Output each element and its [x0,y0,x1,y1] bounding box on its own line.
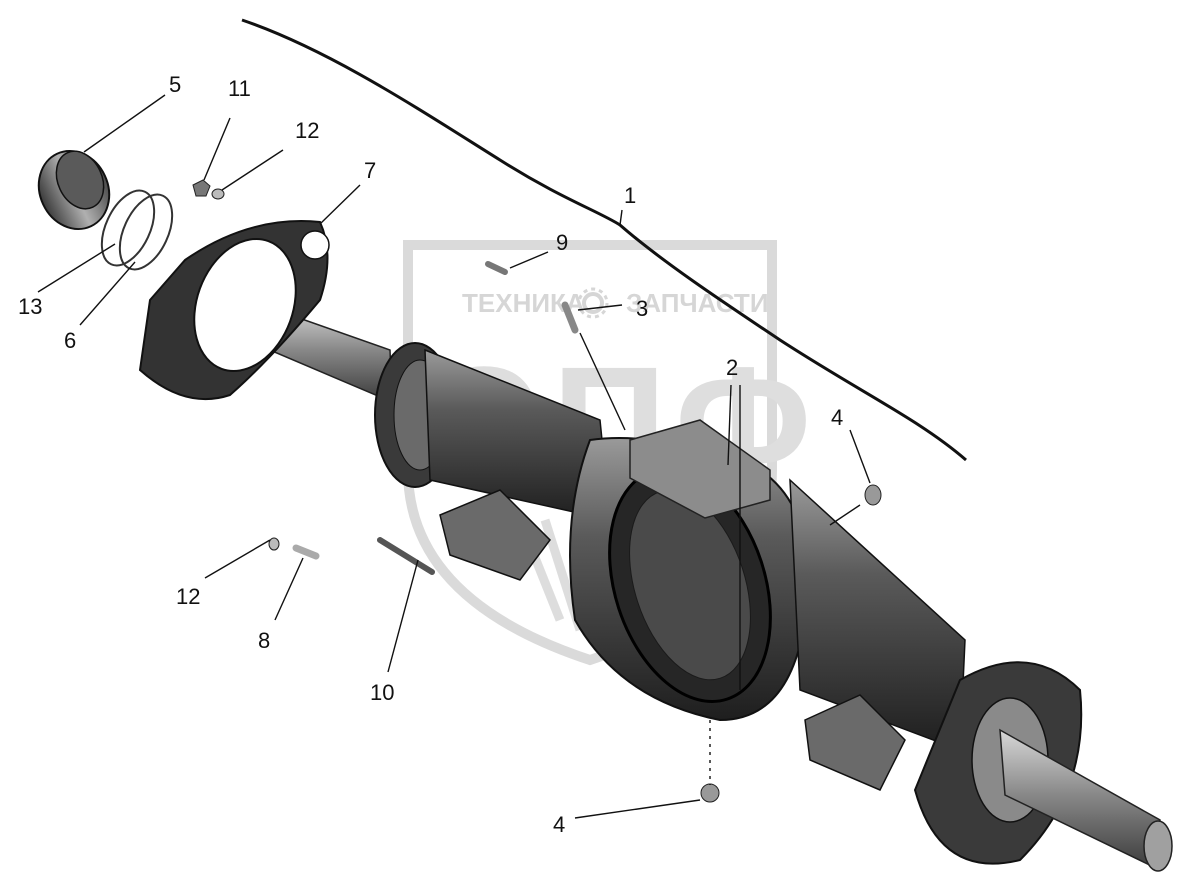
part-12-washer-top [211,188,225,200]
watermark-text-right: ЗАПЧАСТИ [626,288,769,318]
callout-3: 3 [636,296,648,321]
bracket-mount-hole [300,230,330,260]
leader-lines [37,94,871,819]
callout-8: 8 [258,628,270,653]
axle-housing [249,302,1173,872]
part-4-plug-bottom [700,783,720,803]
bracket-center-hole [193,238,297,372]
housing-top-pad [629,419,771,519]
callout-5: 5 [169,72,181,97]
callout-12-top: 12 [295,118,319,143]
callout-4-bottom: 4 [553,812,565,837]
part-10-long-bolt [377,537,435,575]
part-7-brake-bracket [138,220,330,401]
part-5-bearing-ring [37,150,111,230]
callout-10: 10 [370,680,394,705]
callout-7: 7 [364,158,376,183]
part-9-bolt [485,261,508,275]
part-11-nut [192,179,211,197]
callout-12-bottom: 12 [176,584,200,609]
callout-labels: 1 2 3 4 4 5 6 7 8 9 10 11 12 12 13 [18,72,843,837]
part-8-bolt [292,544,320,560]
part-13-o-ring [100,189,156,267]
callout-2: 2 [726,355,738,380]
spring-seat-left [439,489,551,581]
callout-6: 6 [64,328,76,353]
right-shaft-end [1143,820,1173,872]
callout-9: 9 [556,230,568,255]
callout-4-top: 4 [831,405,843,430]
part-4-plug-top [864,484,882,506]
part-12-washer-bottom [268,537,280,551]
housing-right-tube [789,478,966,752]
callout-11: 11 [228,76,251,101]
spring-seat-right [804,694,906,791]
callout-1: 1 [624,183,636,208]
gear-icon [577,287,609,319]
part-3-breather [561,301,579,334]
callout-13: 13 [18,294,42,319]
